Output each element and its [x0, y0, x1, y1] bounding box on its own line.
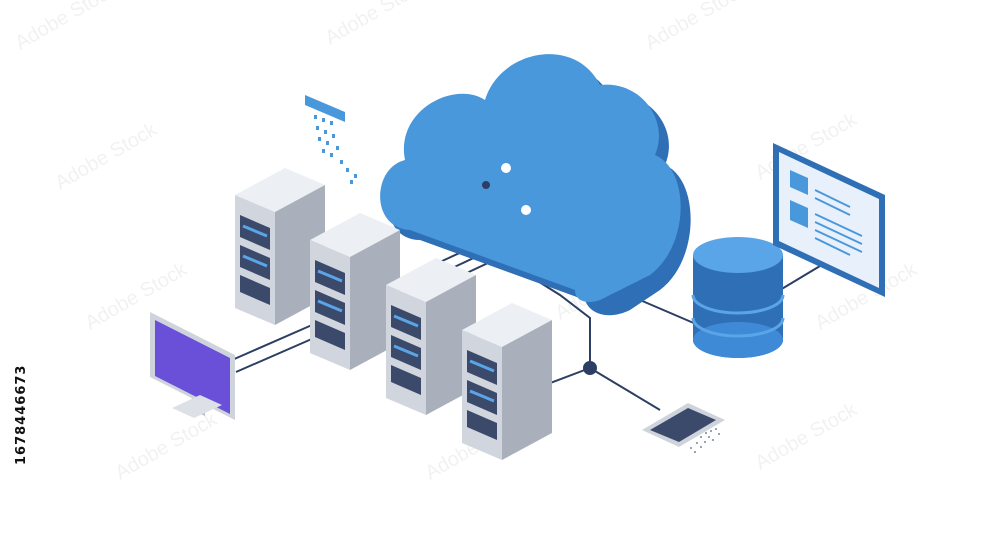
watermark-text: Adobe Stock	[82, 258, 192, 334]
tablet-icon	[642, 403, 725, 453]
document-icon	[773, 143, 885, 297]
watermark-text: Adobe Stock	[52, 118, 162, 194]
watermark-text: Adobe Stock	[12, 0, 122, 54]
rain-icon	[305, 95, 357, 184]
network-hub-node	[583, 361, 597, 375]
server-rack-3	[386, 258, 476, 415]
watermark-text: Adobe Stock	[642, 0, 752, 54]
watermark-text: Adobe Stock	[752, 398, 862, 474]
watermark-text: Adobe Stock	[112, 408, 222, 484]
monitor-icon	[150, 312, 235, 420]
stock-id-label: 1678446673	[14, 364, 29, 466]
database-icon	[691, 237, 785, 358]
server-rack-4	[462, 303, 552, 460]
watermark-text: Adobe Stock	[322, 0, 432, 49]
server-rack-1	[235, 168, 325, 325]
server-rack-2	[310, 213, 400, 370]
cloud-icon	[380, 54, 691, 316]
